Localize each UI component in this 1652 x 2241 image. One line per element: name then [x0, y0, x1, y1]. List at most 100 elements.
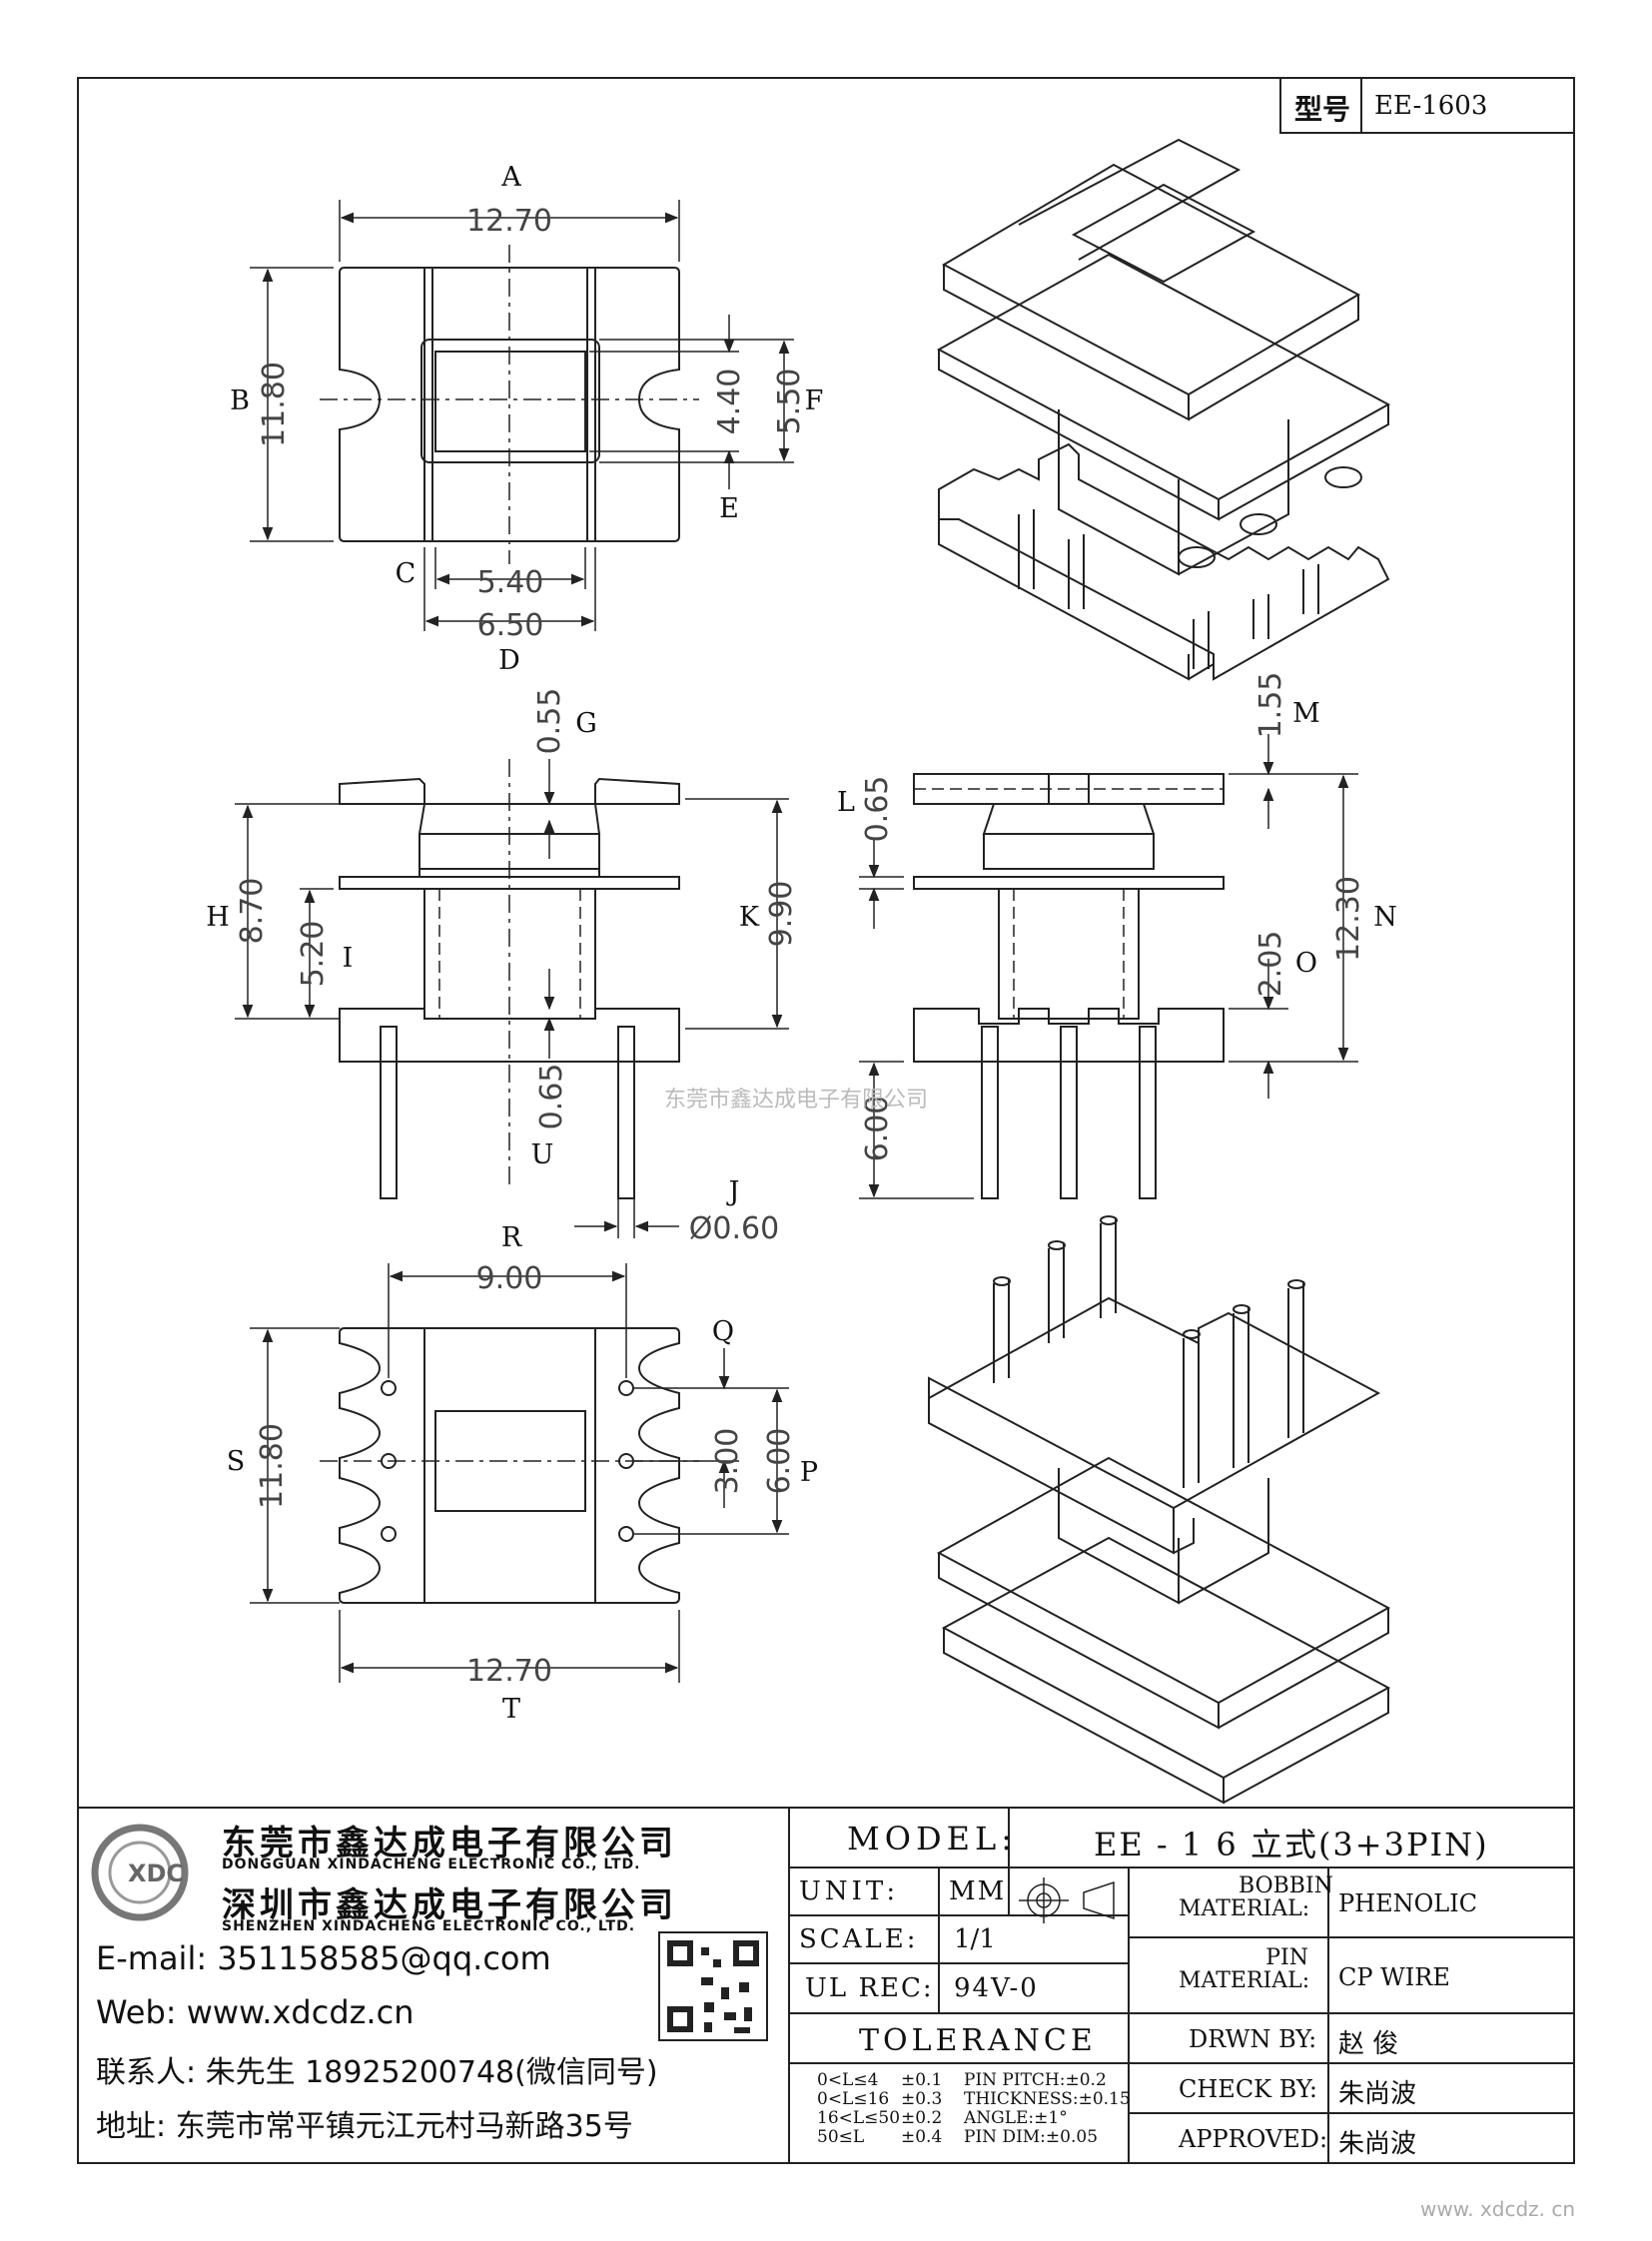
dimension-letters: A B C D E F G H I K U J L M N O R Q P S …: [206, 162, 1397, 1725]
company-web[interactable]: Web: www.xdcdz.cn: [96, 1993, 414, 2031]
dim-J-value: Ø0.60: [689, 1211, 779, 1246]
bottom-view-dims: [250, 1263, 789, 1683]
letter-H: H: [206, 902, 230, 933]
company-address: 地址: 东莞市常平镇元江元村马新路35号: [96, 2109, 633, 2144]
letter-G: G: [575, 708, 597, 739]
dim-F-value: 5.50: [772, 369, 807, 435]
letter-L: L: [837, 787, 855, 818]
model-label: MODEL:: [847, 1820, 1018, 1858]
type-box: [1279, 77, 1575, 134]
approved-value: 朱尚波: [1338, 2129, 1417, 2159]
letter-S: S: [227, 1446, 246, 1477]
tol-row-3-note: ANGLE:±1°: [964, 2108, 1068, 2128]
model-value: EE - 1 6 立式(3+3PIN): [1094, 1826, 1489, 1864]
pin-material-value: CP WIRE: [1338, 1963, 1450, 1991]
ul-label: UL REC:: [805, 1973, 934, 2003]
iso-view-bottom: [928, 1215, 1391, 1805]
type-value: EE-1603: [1374, 91, 1488, 121]
bobbin-material-value: PHENOLIC: [1338, 1889, 1478, 1917]
letter-U: U: [531, 1139, 554, 1170]
bobbin-material-label-1: BOBBIN: [1239, 1873, 1333, 1898]
logo-text: XDC: [128, 1860, 185, 1887]
tol-row-1-value: ±0.1: [901, 2070, 943, 2090]
top-view-dims: [250, 200, 794, 631]
qr-code: [658, 1931, 768, 2041]
company-logo: [91, 1824, 189, 1921]
projection-symbol: [1019, 1877, 1115, 1923]
company-name-en-1: DONGGUAN XINDACHENG ELECTRONIC CO., LTD.: [222, 1857, 641, 1872]
dim-lead-value: 6.00: [860, 1096, 895, 1162]
tolerance-label: TOLERANCE: [859, 2023, 1097, 2058]
dim-K-value: 9.90: [764, 881, 799, 948]
dim-B-value: 11.80: [257, 362, 292, 447]
type-label: 型号: [1294, 93, 1351, 126]
dim-I-value: 5.20: [296, 921, 331, 988]
letter-J: J: [726, 1176, 740, 1207]
tol-row-1-range: 0<L≤4: [817, 2070, 879, 2090]
dim-D-value: 6.50: [477, 608, 544, 643]
dim-C-value: 5.40: [477, 565, 544, 600]
dim-U-value: 0.65: [534, 1064, 569, 1130]
unit-value: MM: [949, 1876, 1007, 1906]
dim-E-value: 4.40: [712, 369, 747, 435]
drawn-by-value: 赵 俊: [1338, 2029, 1399, 2059]
front-view: [339, 759, 680, 1199]
ul-value: 94V-0: [954, 1973, 1039, 2003]
center-watermark: 东莞市鑫达成电子有限公司: [664, 1088, 929, 1113]
sheet-border: [77, 77, 1575, 2164]
check-by-label: CHECK BY:: [1179, 2075, 1317, 2103]
dimension-values: 12.70 11.80 5.40 6.50 4.40 5.50 0.55 8.7…: [235, 204, 1366, 1689]
front-view-dims: [235, 759, 789, 1238]
check-by-value: 朱尚波: [1338, 2079, 1417, 2109]
scale-value: 1/1: [954, 1924, 996, 1954]
bottom-view: [320, 1327, 699, 1604]
dim-R-value: 9.00: [476, 1261, 543, 1296]
letter-C: C: [396, 558, 416, 589]
company-email[interactable]: E-mail: 351158585@qq.com: [96, 1939, 551, 1977]
drawn-by-label: DRWN BY:: [1189, 2025, 1317, 2053]
tol-row-2-note: THICKNESS:±0.15: [964, 2089, 1131, 2109]
letter-O: O: [1295, 948, 1317, 979]
side-view-dims: [859, 734, 1358, 1199]
title-block-grid: [78, 1807, 1574, 2163]
company-name-cn-1: 东莞市鑫达成电子有限公司: [222, 1824, 677, 1864]
tol-row-4-note: PIN DIM:±0.05: [964, 2127, 1099, 2147]
scale-label: SCALE:: [799, 1924, 919, 1954]
letter-Q: Q: [712, 1316, 734, 1347]
unit-label: UNIT:: [799, 1876, 900, 1906]
tol-row-1-note: PIN PITCH:±0.2: [964, 2070, 1107, 2090]
dim-N-value: 12.30: [1331, 876, 1366, 962]
dim-L-value: 0.65: [860, 776, 895, 843]
top-view: [320, 245, 699, 564]
letter-I: I: [343, 943, 354, 974]
dim-G-value: 0.55: [532, 688, 567, 755]
dim-T-value: 12.70: [466, 1654, 552, 1689]
tol-row-2-range: 0<L≤16: [817, 2089, 890, 2109]
tol-row-3-range: 16<L≤50: [817, 2108, 901, 2128]
letter-M: M: [1292, 698, 1320, 729]
letter-K: K: [739, 902, 760, 933]
dim-P-value: 6.00: [762, 1428, 797, 1495]
bobbin-material-label-2: MATERIAL:: [1179, 1896, 1310, 1921]
company-name-cn-2: 深圳市鑫达成电子有限公司: [222, 1885, 677, 1925]
tol-row-4-value: ±0.4: [901, 2127, 943, 2147]
tol-row-2-value: ±0.3: [901, 2089, 943, 2109]
dim-M-value: 1.55: [1253, 672, 1288, 739]
pin-material-label-2: MATERIAL:: [1179, 1968, 1310, 1993]
dim-O-value: 2.05: [1253, 931, 1288, 998]
approved-label: APPROVED:: [1179, 2125, 1328, 2153]
iso-view-top: [936, 138, 1391, 681]
letter-N: N: [1373, 902, 1397, 933]
letter-A: A: [500, 162, 521, 193]
letter-D: D: [498, 645, 520, 676]
dim-A-value: 12.70: [466, 204, 552, 239]
letter-P: P: [800, 1457, 818, 1488]
letter-F: F: [805, 385, 824, 416]
letter-T: T: [502, 1694, 520, 1725]
tol-row-4-range: 50≤L: [817, 2127, 865, 2147]
corner-watermark: www. xdcdz. cn: [1420, 2197, 1576, 2221]
dim-Q-value: 3.00: [710, 1428, 745, 1495]
company-contact: 联系人: 朱先生 18925200748(微信同号): [96, 2055, 658, 2090]
letter-B: B: [230, 385, 250, 416]
